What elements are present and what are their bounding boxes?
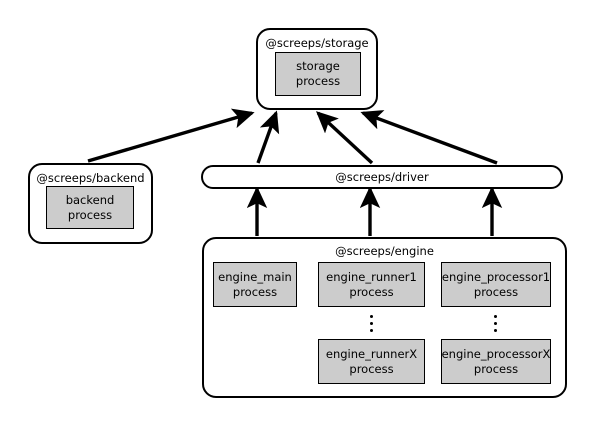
process-engine-processorx-line2: process (473, 361, 519, 376)
process-backend[interactable]: backend process (46, 186, 134, 229)
process-engine-main-line2: process (232, 284, 278, 299)
group-storage-label: @screeps/storage (265, 36, 369, 50)
process-engine-processorx[interactable]: engine_processorX process (441, 339, 551, 384)
group-backend-label: @screeps/backend (36, 171, 145, 185)
process-engine-processorx-line1: engine_processorX (441, 346, 551, 361)
process-engine-main-line1: engine_main (218, 269, 292, 284)
process-engine-runner1[interactable]: engine_runner1 process (318, 262, 425, 307)
process-engine-runnerx-line1: engine_runnerX (325, 346, 418, 361)
process-engine-processor1-line2: process (473, 284, 519, 299)
group-engine-label: @screeps/engine (335, 244, 434, 258)
process-storage-line1: storage (296, 59, 340, 73)
edge-driver-to-storage-2 (316, 111, 374, 165)
group-driver[interactable]: @screeps/driver (201, 165, 563, 189)
process-engine-main[interactable]: engine_main process (213, 262, 297, 307)
edge-backend-to-storage (87, 108, 255, 163)
process-engine-runnerx-line2: process (349, 361, 394, 376)
vertical-ellipsis-icon-runner (370, 315, 373, 332)
vertical-ellipsis-icon-processor (494, 315, 497, 332)
edge-driver-to-storage-3 (360, 110, 498, 165)
process-storage-line2: process (295, 74, 341, 88)
process-engine-processor1[interactable]: engine_processor1 process (441, 262, 551, 307)
process-storage[interactable]: storage process (275, 52, 361, 96)
edge-driver-to-storage-1 (256, 110, 280, 164)
process-backend-line1: backend (65, 192, 115, 207)
process-backend-line2: process (67, 207, 113, 222)
process-engine-processor1-line1: engine_processor1 (441, 269, 551, 284)
process-engine-runner1-line1: engine_runner1 (326, 269, 417, 284)
process-engine-runner1-line2: process (349, 284, 394, 299)
group-driver-label: @screeps/driver (335, 170, 429, 184)
process-engine-runnerx[interactable]: engine_runnerX process (318, 339, 425, 384)
